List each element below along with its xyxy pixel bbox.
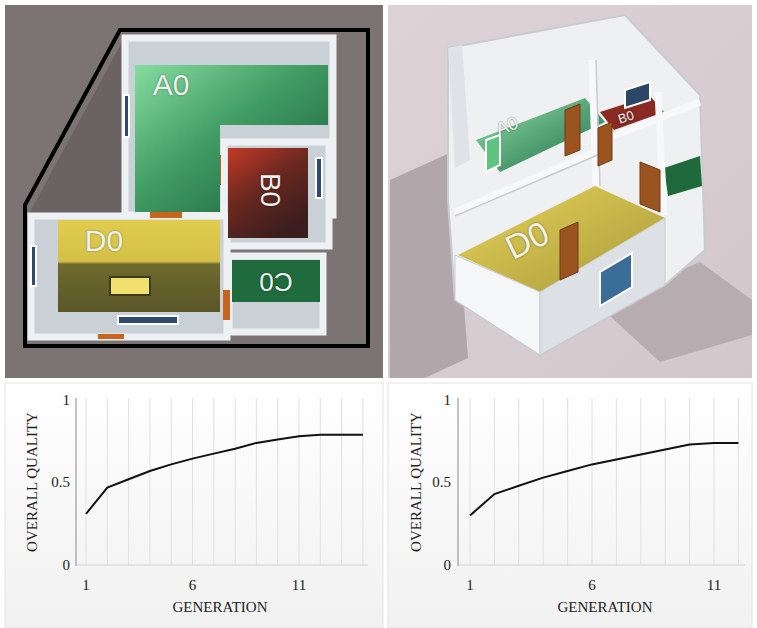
axis-tick: 6 — [189, 578, 197, 593]
room-area: B0 — [228, 148, 308, 238]
axis-title: GENERATION — [173, 600, 268, 615]
axis-tick: 6 — [588, 578, 596, 593]
axis-tick: 11 — [292, 578, 306, 593]
room-label: C0 — [259, 269, 292, 295]
axis-tick: 1 — [466, 578, 474, 593]
room-label-3d: D0 — [500, 215, 554, 265]
room-shape — [58, 220, 220, 312]
axis-tick: 0.5 — [51, 475, 70, 490]
room-area: C0 — [232, 260, 320, 302]
axis-tick: 1 — [63, 393, 71, 408]
axis-title: OVERALL QUALITY — [25, 412, 40, 552]
room-label-3d: B0 — [616, 108, 635, 125]
room-label: D0 — [85, 226, 123, 256]
axis-tick: 0 — [444, 558, 452, 573]
axis-title: GENERATION — [558, 600, 653, 615]
room-label: B0 — [256, 173, 284, 207]
axis-tick: 0.5 — [432, 475, 451, 490]
axis-tick: 11 — [707, 578, 721, 593]
axis-tick: 1 — [82, 578, 90, 593]
room-label: A0 — [153, 70, 190, 100]
axis-title: OVERALL QUALITY — [409, 412, 424, 552]
room-area: D0 — [58, 220, 220, 312]
room-label-3d: A0 — [494, 114, 521, 138]
axis-tick: 1 — [444, 393, 452, 408]
axis-tick: 0 — [63, 558, 71, 573]
